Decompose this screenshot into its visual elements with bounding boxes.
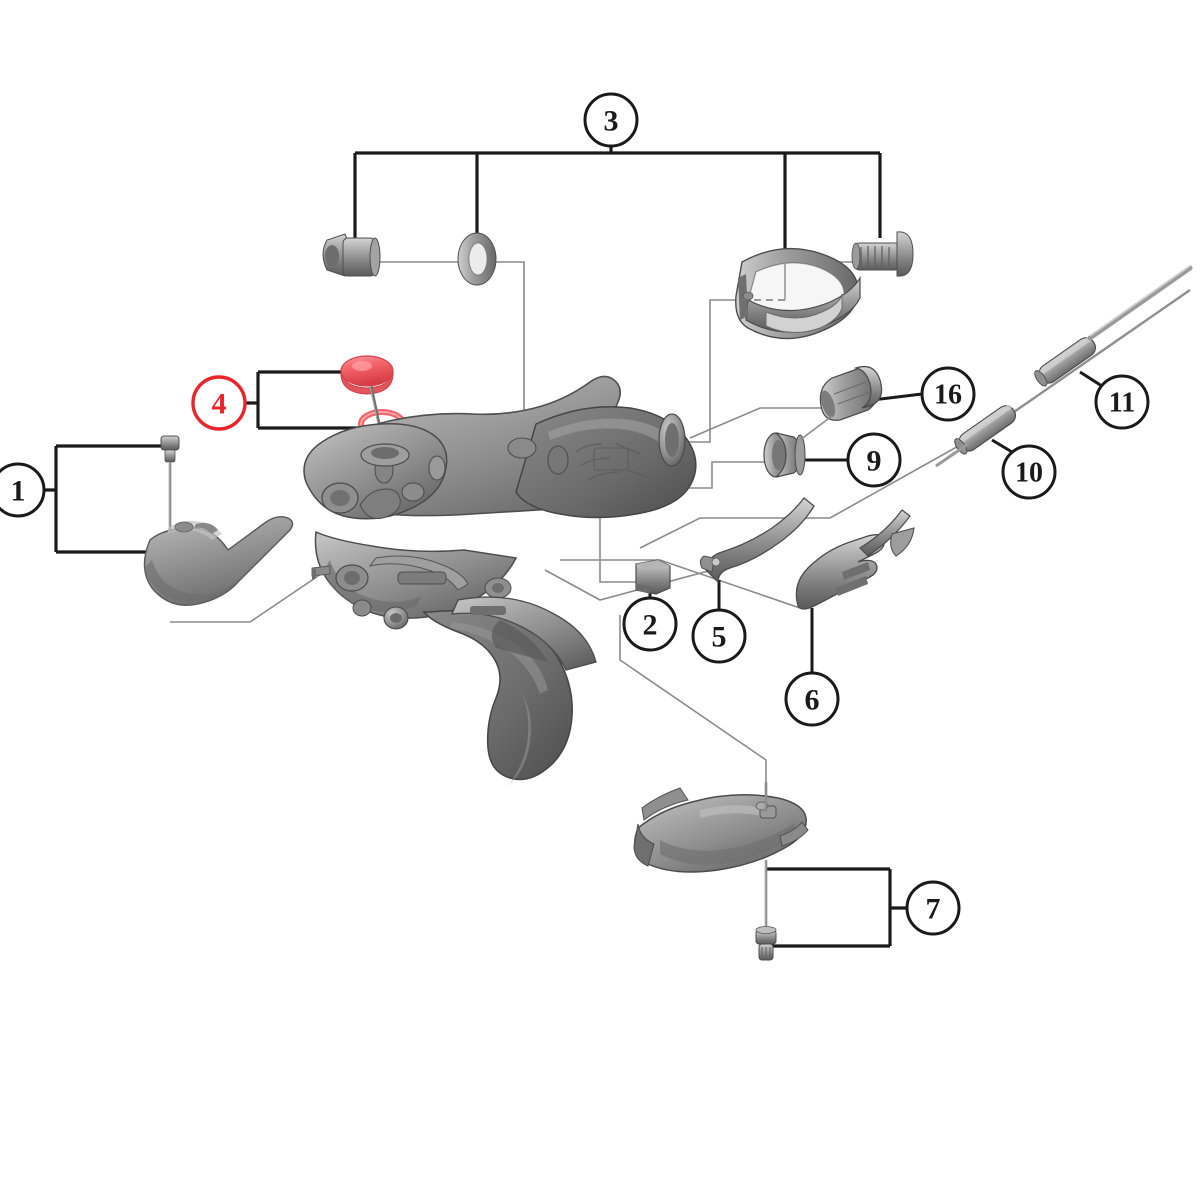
stem-10 xyxy=(991,438,1013,454)
leader-line-ferrule10 xyxy=(639,443,963,549)
callout-16-label: 16 xyxy=(934,380,962,411)
part-adjust-barrel xyxy=(799,365,883,441)
callout-7[interactable]: 7 xyxy=(905,880,961,936)
callout-circles-group: 1 2 3 4 5 6 xyxy=(0,92,1150,936)
part-main-lever-body xyxy=(303,375,697,786)
bracket-1 xyxy=(44,444,170,554)
callout-10-label: 10 xyxy=(1015,458,1043,489)
callout-4-highlighted[interactable]: 4 xyxy=(191,375,247,431)
part-lower-cover xyxy=(633,782,809,930)
callout-2[interactable]: 2 xyxy=(622,596,678,652)
callout-4-label: 4 xyxy=(212,388,227,421)
callout-2-label: 2 xyxy=(643,609,658,642)
part-inner-ferrule xyxy=(935,404,1017,468)
callout-11[interactable]: 11 xyxy=(1094,374,1150,430)
leader-line-hood xyxy=(170,567,331,623)
leader-line-clampband xyxy=(672,299,742,443)
callout-9-label: 9 xyxy=(867,445,882,478)
part-outer-ferrule xyxy=(1034,265,1193,387)
callout-3[interactable]: 3 xyxy=(583,92,639,148)
callout-5[interactable]: 5 xyxy=(691,608,747,664)
part-hood-fixing-screw xyxy=(160,435,180,532)
leader-line-shift-arm xyxy=(544,569,713,601)
callout-6-label: 6 xyxy=(805,684,820,717)
part-clamp-bolt-right xyxy=(851,231,914,277)
part-clamp-washer xyxy=(457,232,497,286)
callout-6[interactable]: 6 xyxy=(784,671,840,727)
stem-16 xyxy=(871,392,923,402)
part-clamp-band xyxy=(735,247,861,340)
callout-16[interactable]: 16 xyxy=(920,366,976,422)
callout-11-label: 11 xyxy=(1109,388,1135,419)
leader-line-lever-blade xyxy=(560,559,801,609)
callout-5-label: 5 xyxy=(712,621,727,654)
callout-7-label: 7 xyxy=(926,893,941,926)
part-adjust-bushing xyxy=(763,432,806,478)
part-lever-hood xyxy=(143,515,294,606)
part-cover-plate xyxy=(635,559,671,595)
callout-9[interactable]: 9 xyxy=(846,432,902,488)
leader-line-barrel xyxy=(689,407,822,439)
part-lever-blade xyxy=(795,509,915,610)
callout-stems-group xyxy=(648,370,1106,673)
part-shift-lever-arm xyxy=(699,497,815,584)
bracket-7 xyxy=(766,867,907,948)
bracket-3 xyxy=(353,146,882,268)
part-clamp-bolt-left xyxy=(322,233,381,277)
callout-1-label: 1 xyxy=(11,475,26,508)
callout-10[interactable]: 10 xyxy=(1001,444,1057,500)
bracket-4 xyxy=(245,370,370,430)
brackets-group xyxy=(44,146,907,948)
callout-1[interactable]: 1 xyxy=(0,462,46,518)
part-cover-fixing-bolt xyxy=(755,926,777,961)
part-rubber-cap-highlighted xyxy=(340,355,394,395)
callout-3-label: 3 xyxy=(604,105,619,138)
